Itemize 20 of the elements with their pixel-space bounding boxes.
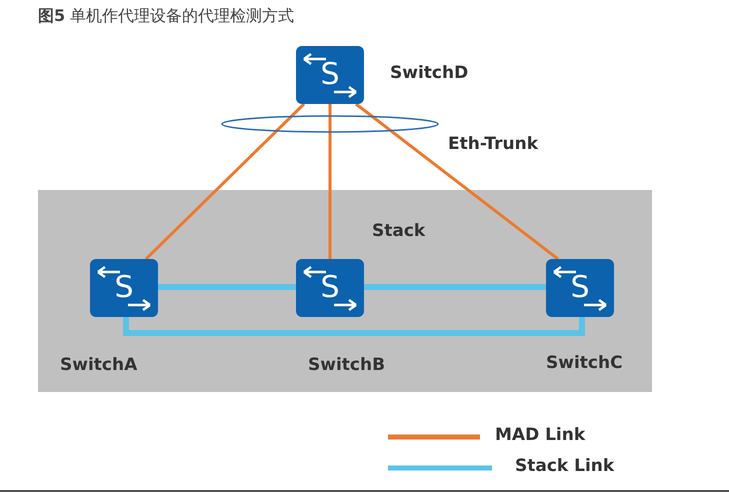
link-line: [328, 104, 332, 259]
switch-box: S: [296, 46, 364, 104]
switch-name: SwitchD: [390, 63, 468, 83]
area-label: Stack: [372, 221, 426, 241]
switch-name: SwitchC: [546, 353, 623, 373]
stack-link: [158, 284, 296, 290]
figure-title: 图5 单机作代理设备的代理检测方式: [38, 6, 294, 27]
trunk-label: Eth-Trunk: [448, 134, 538, 154]
stack-link: [123, 317, 585, 336]
switch-box: S: [90, 259, 158, 317]
stack-area: [38, 190, 652, 392]
link-line: [144, 102, 306, 260]
switch-name: SwitchB: [308, 355, 386, 375]
link-line: [355, 102, 559, 260]
switch-box: S: [296, 259, 364, 317]
stack-link: [364, 284, 546, 290]
switch-name: SwitchA: [60, 355, 138, 375]
legend-label: MAD Link: [495, 425, 586, 445]
legend-label: Stack Link: [515, 456, 614, 476]
switch-box: S: [546, 259, 614, 317]
